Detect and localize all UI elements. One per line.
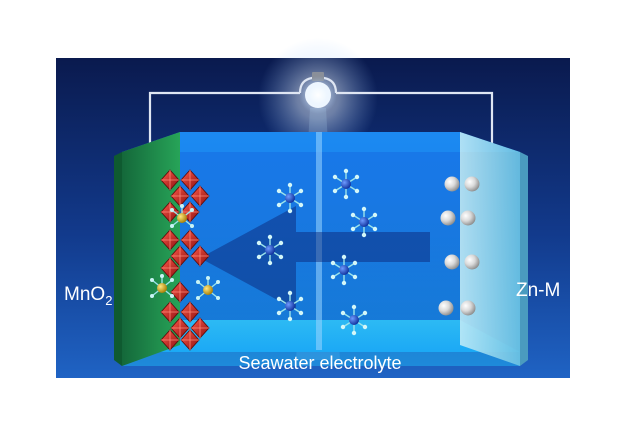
arrow-icon [200, 206, 430, 310]
zinc-sphere-icon [440, 210, 456, 226]
ion-cluster-group [256, 168, 378, 336]
separator-membrane [316, 132, 322, 350]
ion-cluster-icon [330, 254, 358, 286]
mno2-octahedron-icon [180, 329, 200, 351]
ion-cluster-icon [350, 206, 378, 238]
mno2-octahedron-icon [190, 185, 210, 207]
anode-plate-edge [520, 152, 528, 366]
cathode-label-subscript: 2 [105, 293, 112, 308]
mno2-octahedron-icon [160, 257, 180, 279]
zinc-sphere-icon [444, 176, 460, 192]
zinc-sphere-icon [464, 254, 480, 270]
mno2-octahedron-icon [170, 317, 190, 339]
ion-cluster-icon [340, 304, 368, 336]
ion-cluster-icon [256, 234, 284, 266]
mno2-octahedron-icon [160, 169, 180, 191]
circuit-wire [148, 91, 494, 165]
mno2-octahedron-icon [180, 229, 200, 251]
intercalated-ion-icon [150, 274, 174, 298]
light-bulb-icon [298, 72, 338, 114]
mno2-octahedron-icon [170, 245, 190, 267]
mno2-octahedron-icon [180, 169, 200, 191]
electrolyte-label: Seawater electrolyte [238, 353, 401, 373]
zinc-sphere-icon [464, 176, 480, 192]
anode-plate [460, 132, 520, 366]
mno2-octahedron-icon [160, 329, 180, 351]
zinc-sphere-icon [460, 300, 476, 316]
ion-cluster-icon [332, 168, 360, 200]
mno2-octahedron-icon [160, 229, 180, 251]
intercalated-ion-icon [170, 204, 194, 228]
mno2-octahedron-icon [160, 301, 180, 323]
mno2-octahedron-icon [190, 245, 210, 267]
intercalated-ion-icon [196, 276, 220, 300]
zinc-sphere-icon [444, 254, 460, 270]
cathode-plate-edge [114, 152, 122, 366]
zinc-sphere-group [438, 176, 480, 316]
zinc-sphere-icon [438, 300, 454, 316]
anode-label: Zn-M [516, 280, 560, 301]
mno2-octahedron-icon [190, 317, 210, 339]
mno2-octahedron-icon [160, 201, 180, 223]
ion-cluster-icon [276, 290, 304, 322]
mno2-octahedron-stack [150, 169, 220, 351]
mno2-octahedron-icon [180, 301, 200, 323]
mno2-octahedron-icon [170, 281, 190, 303]
ion-cluster-icon [276, 182, 304, 214]
zinc-sphere-icon [460, 210, 476, 226]
cathode-label-main: MnO [64, 284, 105, 305]
cathode-label: MnO2 [64, 284, 112, 308]
